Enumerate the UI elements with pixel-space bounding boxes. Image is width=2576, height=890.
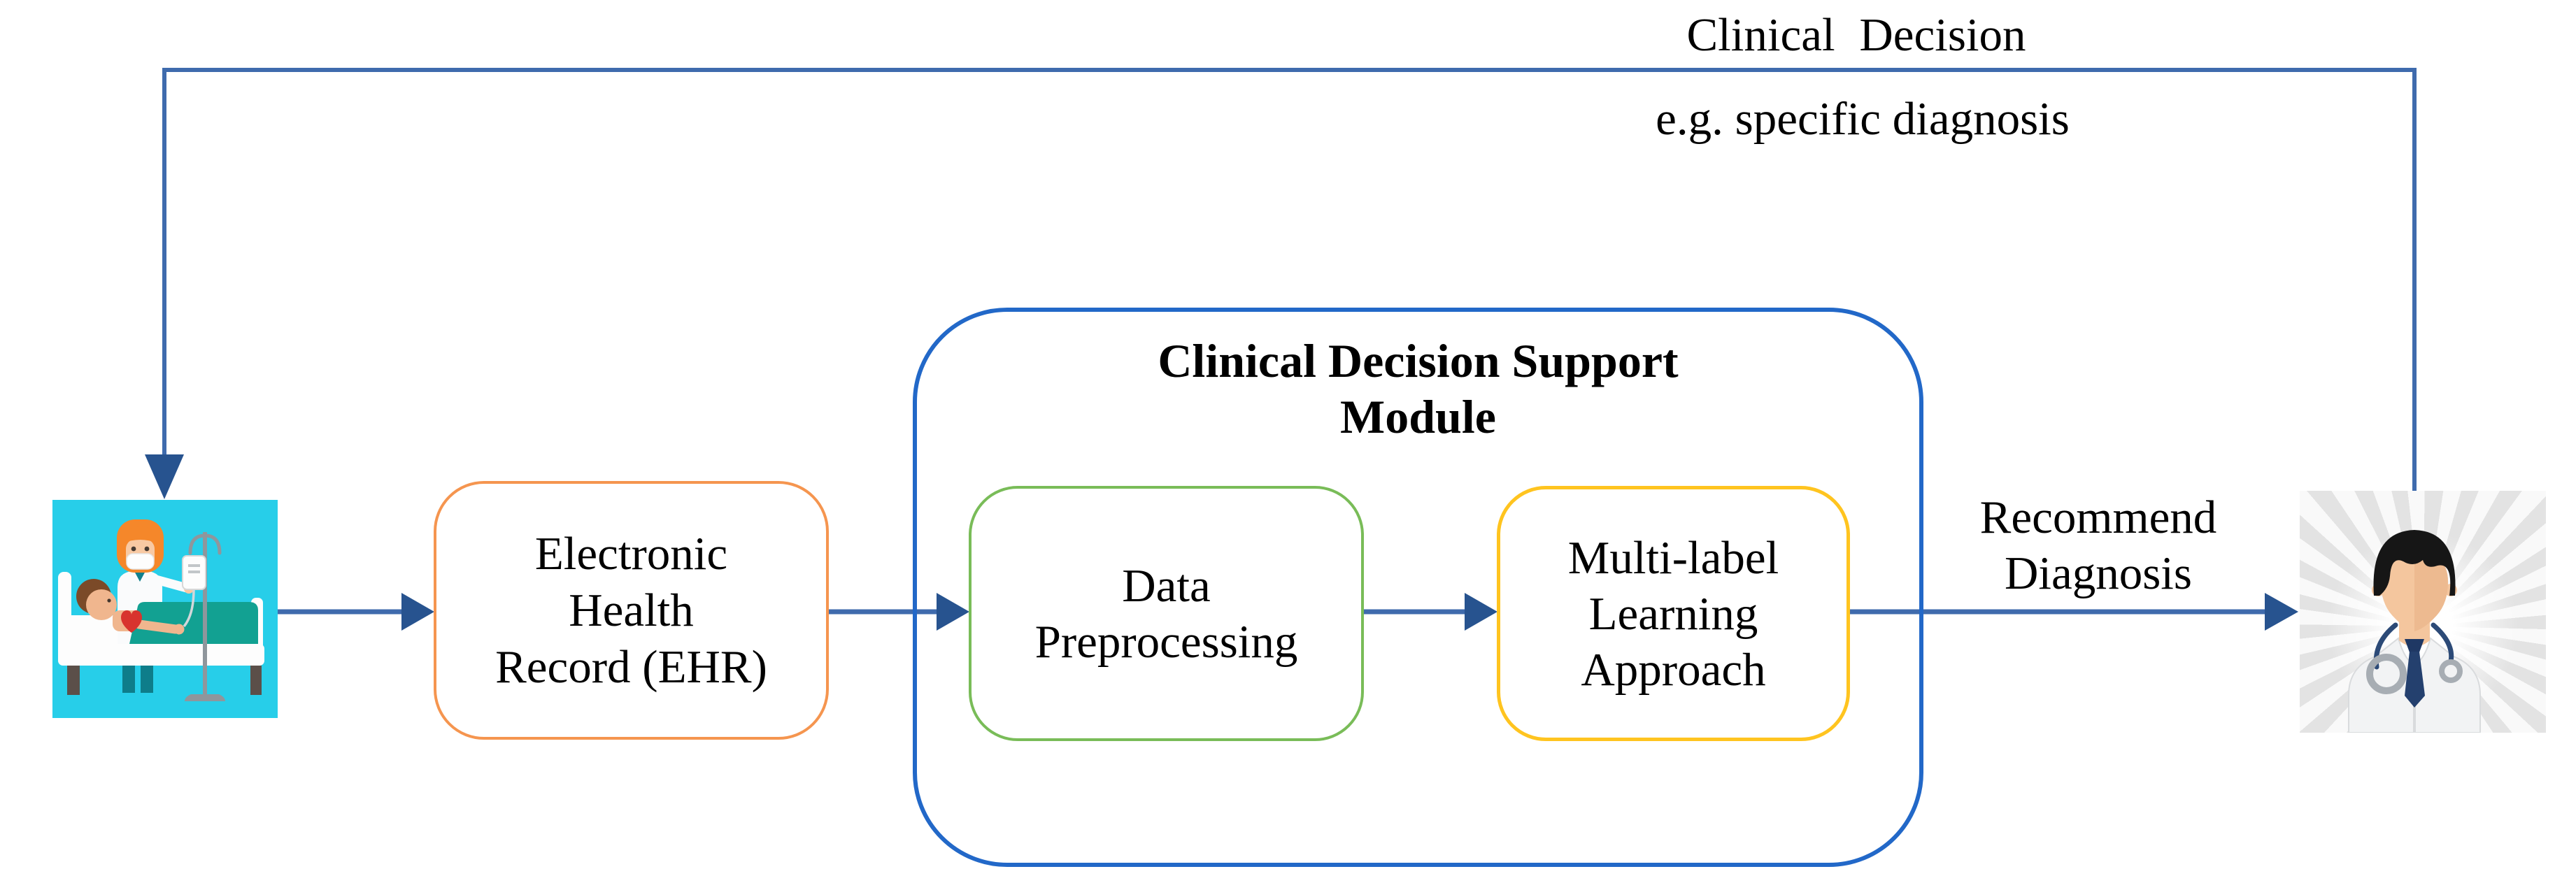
nurse-mask <box>126 553 155 570</box>
doctor-illustration-svg <box>2348 530 2481 733</box>
stethoscope-ring <box>2439 659 2463 683</box>
nurse-collar <box>134 571 145 582</box>
doctor-hair <box>2373 530 2456 596</box>
ehr-label-line1: Electronic <box>534 527 728 580</box>
nurse-eye <box>131 546 136 552</box>
patient-eye <box>107 598 111 603</box>
recommend-label-line1: Recommend <box>1979 491 2217 543</box>
bed-leg <box>250 666 262 695</box>
stethoscope-chestpiece <box>2366 654 2407 694</box>
iv-base <box>185 694 225 701</box>
ehr-label-line3: Record (EHR) <box>495 640 767 693</box>
nurse-fringe <box>122 526 157 543</box>
tie-blade <box>2405 652 2425 708</box>
iv-tube <box>183 589 195 628</box>
tie-knot <box>2405 639 2424 652</box>
patient-head <box>86 589 117 620</box>
cds-module-title: Clinical Decision Support Module <box>917 333 1919 445</box>
iv-bag-label <box>188 570 200 573</box>
multilabel-box: Multi-label Learning Approach <box>1497 486 1850 741</box>
cds-title-line1: Clinical Decision Support <box>1158 334 1679 387</box>
recommend-label-line2: Diagnosis <box>2004 547 2192 599</box>
stethoscope <box>2366 622 2463 694</box>
arrowhead-patient-to-ehr <box>401 593 434 631</box>
multilabel-label-line3: Approach <box>1581 643 1766 696</box>
heart-icon <box>121 610 142 633</box>
nurse-arm <box>151 575 192 593</box>
patient-hand <box>173 624 185 635</box>
doctor-face-shade <box>2414 552 2448 631</box>
stethoscope-tube-right <box>2431 622 2454 664</box>
feedback-arrowhead-to-patient <box>145 454 184 499</box>
multilabel-label-line1: Multi-label <box>1567 531 1779 584</box>
cds-title-line2: Module <box>1340 390 1496 443</box>
iv-pole <box>203 532 207 694</box>
doctor-tie <box>2405 639 2425 708</box>
patient-illustration-svg <box>52 500 278 718</box>
iv-bag-label <box>188 564 200 567</box>
multilabel-label-line2: Learning <box>1588 587 1758 640</box>
doctor-illustration <box>2300 491 2546 733</box>
bed-rail <box>58 644 264 666</box>
patient-arm <box>134 619 180 634</box>
preprocessing-label-line2: Preprocessing <box>1034 615 1298 668</box>
blanket <box>129 602 258 644</box>
preprocessing-label-line1: Data <box>1122 559 1211 612</box>
doctor-coat-left <box>2348 637 2414 733</box>
arrowhead-multilabel-to-doctor <box>2265 593 2298 631</box>
recommend-diagnosis-label: Recommend Diagnosis <box>1980 489 2217 601</box>
ehr-box: Electronic Health Record (EHR) <box>434 481 829 740</box>
specific-diagnosis-label: e.g. specific diagnosis <box>1656 93 2070 145</box>
ehr-label-line2: Health <box>569 584 694 636</box>
nurse-eye <box>144 546 150 552</box>
iv-hooks <box>188 533 222 555</box>
bed-leg <box>67 666 80 695</box>
clinical-decision-label: Clinical Decision <box>1686 9 2026 61</box>
iv-stand <box>182 532 225 701</box>
cds-module-box: Clinical Decision Support Module <box>913 308 1923 867</box>
patient-in-hospital-bed-illustration <box>52 500 278 718</box>
doctor-coat-right <box>2414 637 2481 733</box>
data-preprocessing-box: Data Preprocessing <box>969 486 1364 741</box>
